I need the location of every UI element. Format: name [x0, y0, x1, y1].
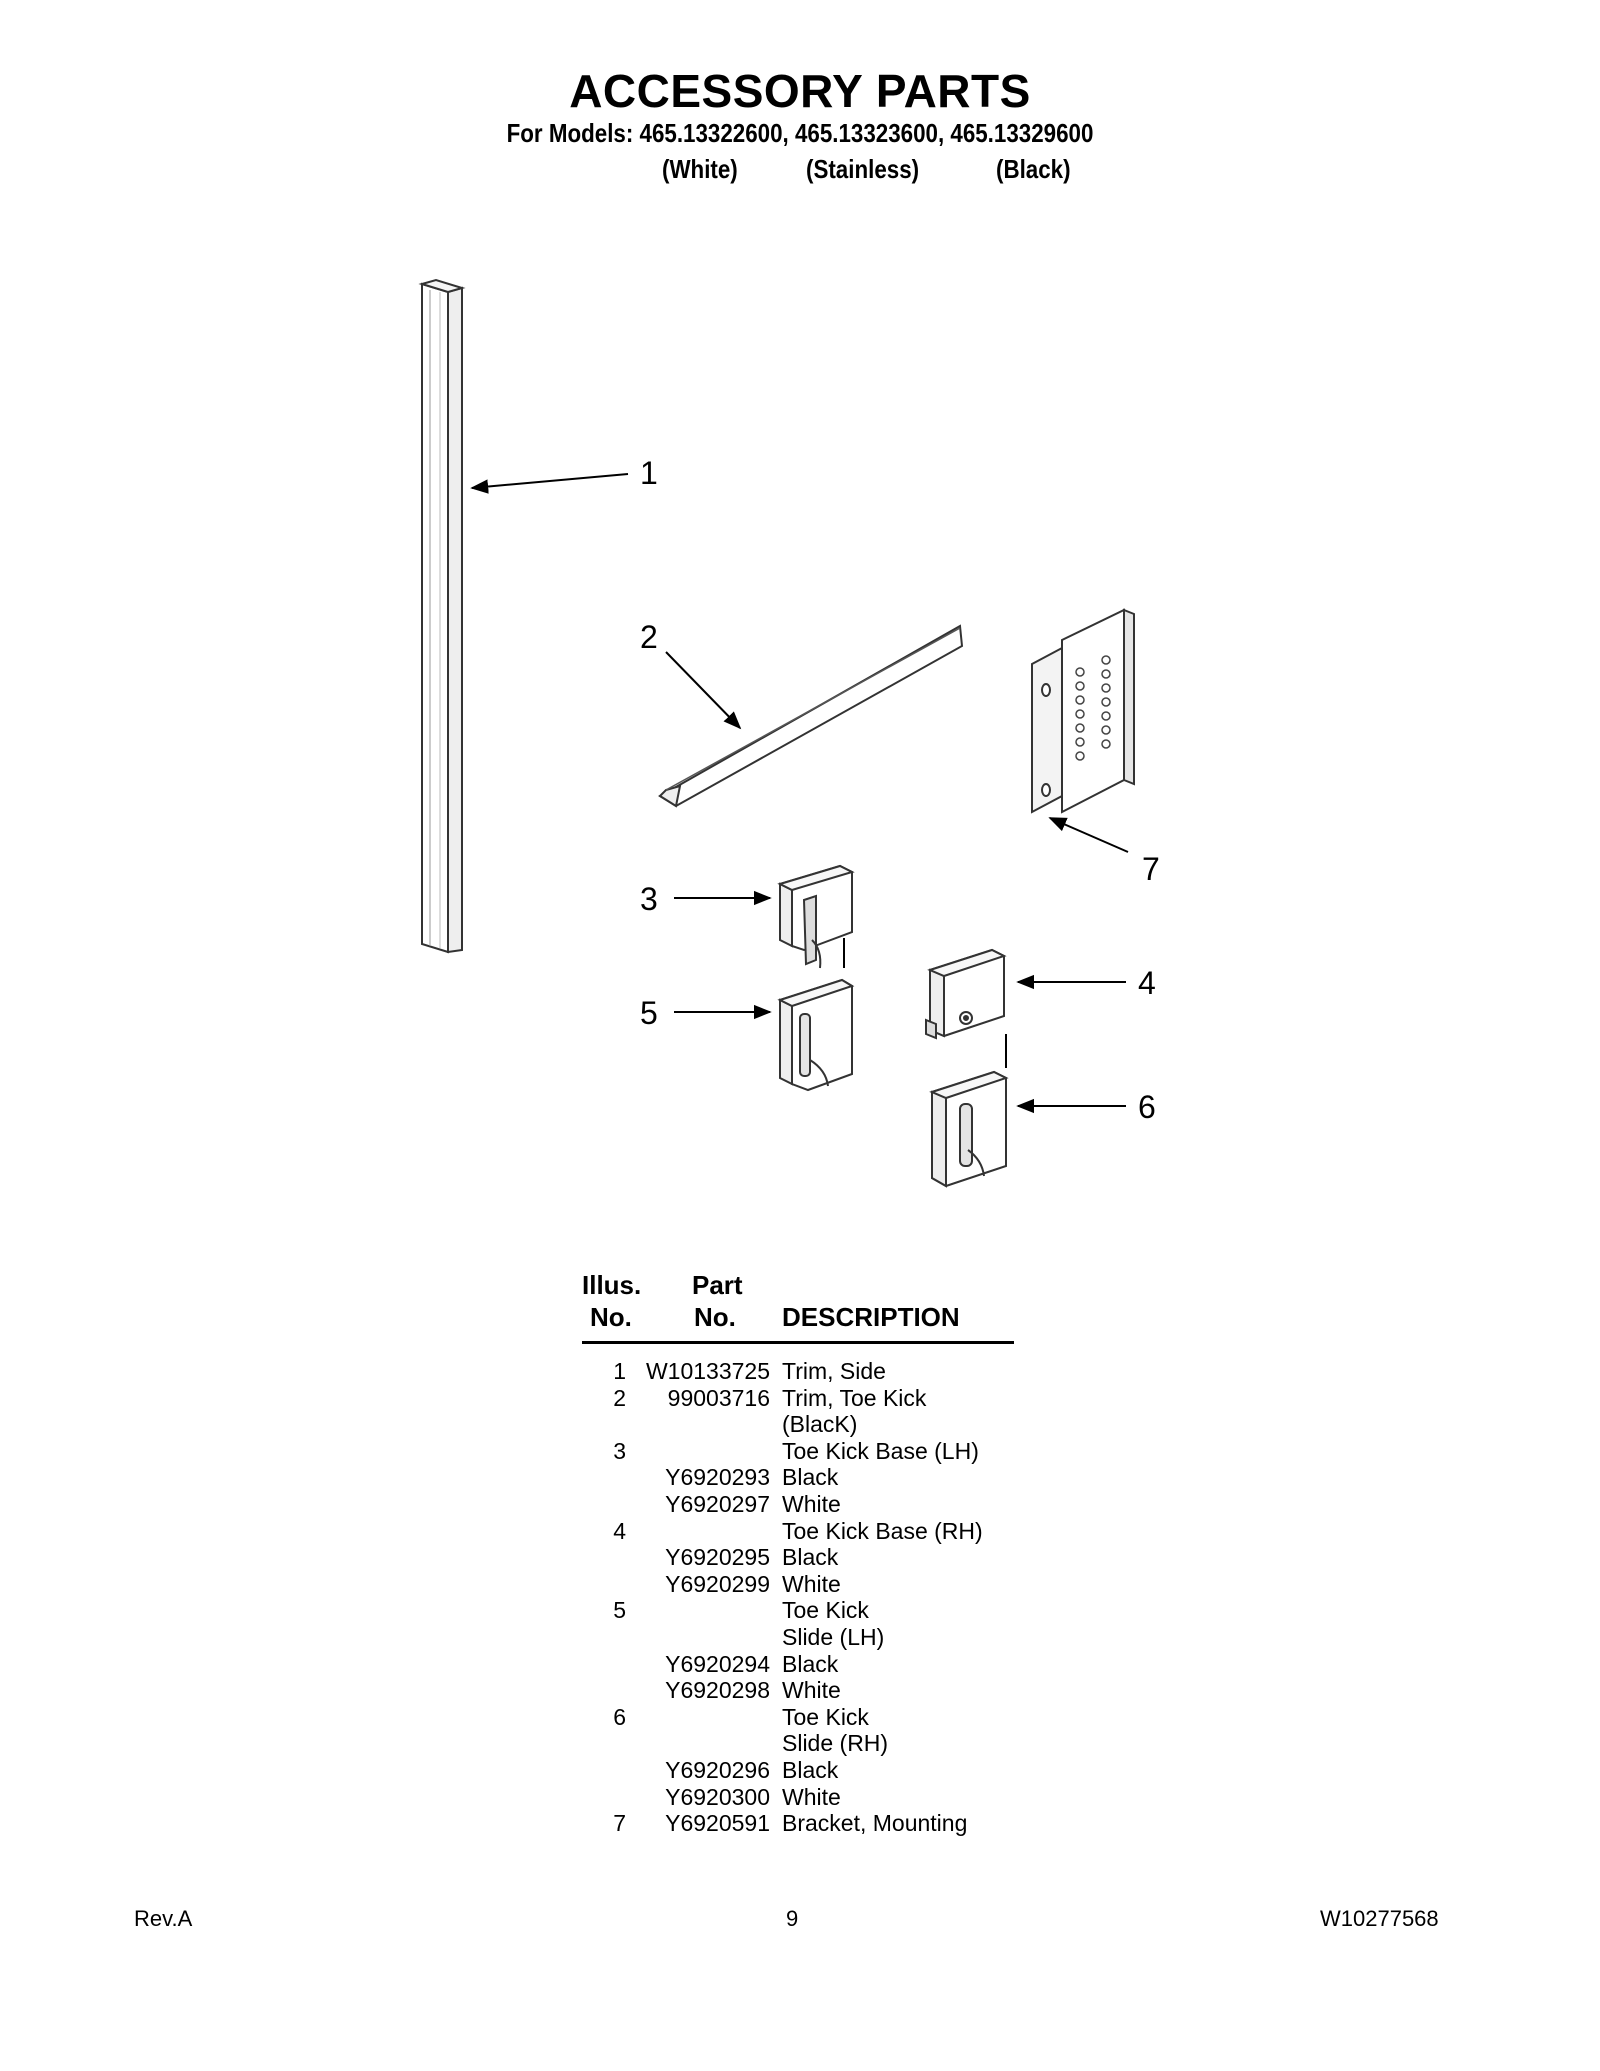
parts-table-header: Illus. No. Part No. DESCRIPTION: [582, 1270, 1012, 1336]
models-line: For Models: 465.13322600, 465.13323600, …: [506, 118, 1094, 148]
part-no: Y6920294: [665, 1650, 770, 1677]
table-row: 1 W10133725 Trim, Side: [582, 1358, 1022, 1385]
table-row: Y6920295 Black: [582, 1544, 1022, 1571]
leader-1: [470, 473, 629, 494]
header-description: DESCRIPTION: [782, 1302, 960, 1332]
description: Bracket, Mounting: [782, 1810, 968, 1837]
illus-no: 5: [613, 1597, 626, 1624]
part-no: 99003716: [667, 1384, 770, 1411]
table-row: Y6920300 White: [582, 1784, 1022, 1811]
illus-no: 6: [613, 1703, 626, 1730]
part-1-side-trim: [418, 278, 466, 954]
parts-table-rows: 1 W10133725 Trim, Side 2 99003716 Trim, Toe …: [582, 1358, 1022, 1837]
illus-no: 2: [613, 1384, 626, 1411]
header-part: Part: [692, 1270, 743, 1300]
leader-2: [665, 651, 742, 730]
description: Toe Kick Base (LH): [782, 1437, 979, 1464]
description: Black: [782, 1464, 839, 1491]
table-row: 5 Toe Kick: [582, 1597, 1022, 1624]
description: White: [782, 1490, 841, 1517]
footer-doc-number: W10277568: [1320, 1906, 1439, 1931]
description: Black: [782, 1756, 839, 1783]
description: Toe Kick: [782, 1597, 869, 1624]
description: Black: [782, 1544, 839, 1571]
description: Toe Kick Base (RH): [782, 1517, 983, 1544]
table-row: Y6920294 Black: [582, 1651, 1022, 1678]
part-no: W10133725: [645, 1358, 770, 1384]
part-5-toe-kick-slide-lh: [777, 978, 855, 1092]
page-title: ACCESSORY PARTS: [569, 65, 1031, 117]
header-part-no: No.: [694, 1302, 736, 1332]
table-row: 4 Toe Kick Base (RH): [582, 1518, 1022, 1545]
part-no: Y6920300: [665, 1783, 770, 1810]
part-3-toe-kick-base-lh: [777, 864, 855, 969]
callout-6: 6: [1138, 1089, 1156, 1125]
callout-4: 4: [1138, 965, 1156, 1001]
description: Slide (RH): [782, 1730, 889, 1757]
part-4-toe-kick-base-rh: [925, 948, 1007, 1040]
table-row: Y6920296 Black: [582, 1757, 1022, 1784]
part-no: Y6920299: [665, 1570, 770, 1597]
callout-5: 5: [640, 995, 658, 1031]
part-no: Y6920298: [665, 1677, 770, 1704]
description: Slide (LH): [782, 1623, 885, 1650]
exploded-parts-diagram: 1 2 3 5 4 6 7: [418, 278, 1160, 1188]
footer-revision: Rev.A: [134, 1906, 193, 1931]
table-row: Y6920293 Black: [582, 1464, 1022, 1491]
description: Trim, Side: [782, 1358, 886, 1384]
header-rule: [582, 1341, 1014, 1344]
color-label-white: (White): [662, 154, 738, 184]
table-row: Y6920299 White: [582, 1571, 1022, 1598]
part-no: Y6920295: [665, 1544, 770, 1571]
callout-1: 1: [640, 455, 658, 491]
part-7-mounting-bracket: [1031, 608, 1135, 814]
part-no: Y6920296: [665, 1756, 770, 1783]
table-row: Y6920298 White: [582, 1677, 1022, 1704]
table-row: (BlacK): [582, 1411, 1022, 1438]
footer-page-number: 9: [786, 1906, 799, 1931]
color-label-black: (Black): [996, 154, 1071, 184]
part-6-toe-kick-slide-rh: [929, 1070, 1009, 1188]
description: White: [782, 1783, 841, 1810]
part-no: Y6920297: [665, 1490, 770, 1517]
description: Toe Kick: [782, 1703, 869, 1730]
leader-7: [1048, 817, 1129, 853]
description: White: [782, 1570, 841, 1597]
callout-3: 3: [640, 881, 658, 917]
illus-no: 7: [613, 1810, 626, 1837]
part-2-toe-kick-trim: [658, 624, 964, 808]
description: Trim, Toe Kick: [782, 1384, 927, 1411]
callout-2: 2: [640, 619, 658, 655]
table-row: 2 99003716 Trim, Toe Kick: [582, 1385, 1022, 1412]
illus-no: 3: [613, 1437, 626, 1464]
callout-7: 7: [1142, 851, 1160, 887]
table-row: Slide (RH): [582, 1730, 1022, 1757]
table-row: Y6920297 White: [582, 1491, 1022, 1518]
table-row: Slide (LH): [582, 1624, 1022, 1651]
header-illus-no: No.: [590, 1302, 632, 1332]
description: (BlacK): [782, 1411, 858, 1438]
table-row: 7 Y6920591 Bracket, Mounting: [582, 1810, 1022, 1837]
illus-no: 4: [613, 1517, 626, 1544]
description: White: [782, 1677, 841, 1704]
description: Black: [782, 1650, 839, 1677]
header-illus: Illus.: [582, 1270, 642, 1300]
table-row: 6 Toe Kick: [582, 1704, 1022, 1731]
part-no: Y6920293: [665, 1464, 770, 1491]
table-row: 3 Toe Kick Base (LH): [582, 1438, 1022, 1465]
color-label-stainless: (Stainless): [806, 154, 920, 184]
part-no: Y6920591: [665, 1810, 770, 1837]
illus-no: 1: [613, 1358, 626, 1384]
